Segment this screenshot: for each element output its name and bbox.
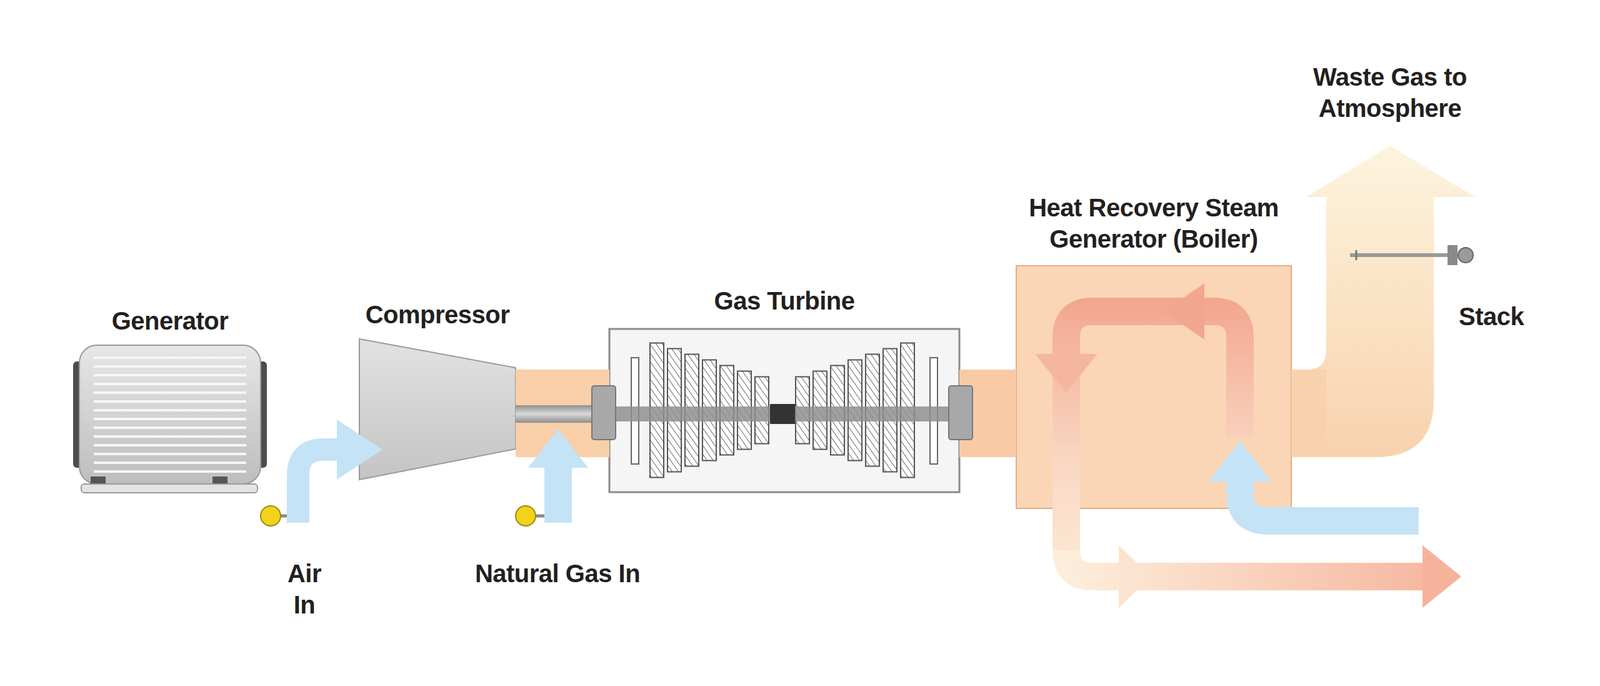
air-inlet-arrow	[260, 419, 383, 526]
exhaust-label: Waste Gas to Atmosphere	[1277, 61, 1503, 124]
duct-connector	[959, 369, 1017, 457]
bearing	[591, 385, 616, 440]
bearing	[948, 385, 973, 440]
component-heading: Stack	[1458, 300, 1524, 332]
gas-turbine: Gas Turbine	[609, 328, 960, 492]
inlet-label: Air In	[274, 557, 335, 620]
inlet-label: Natural Gas In	[473, 557, 642, 589]
component-heading: Compressor	[365, 298, 510, 330]
generator: Generator	[73, 345, 267, 493]
compressor-body	[359, 338, 516, 480]
component-heading: Heat Recovery Steam Generator (Boiler)	[1019, 191, 1289, 255]
turbine-illustration	[609, 328, 960, 492]
heat-recovery-boiler: Heat Recovery Steam Generator (Boiler)	[1016, 265, 1292, 509]
component-heading: Generator	[111, 305, 229, 337]
compressor: Compressor	[359, 338, 516, 480]
duct-connector	[1291, 369, 1327, 457]
turbine-shaft	[515, 405, 597, 423]
duct-connector	[515, 369, 610, 457]
generator-illustration	[73, 345, 267, 493]
shaft-connector	[266, 403, 360, 423]
stack-illustration	[1291, 145, 1475, 457]
gas-inlet-arrow	[515, 428, 589, 526]
hrsg-illustration	[1016, 265, 1462, 608]
stack: Stack	[1326, 196, 1434, 457]
component-heading: Gas Turbine	[714, 285, 855, 317]
